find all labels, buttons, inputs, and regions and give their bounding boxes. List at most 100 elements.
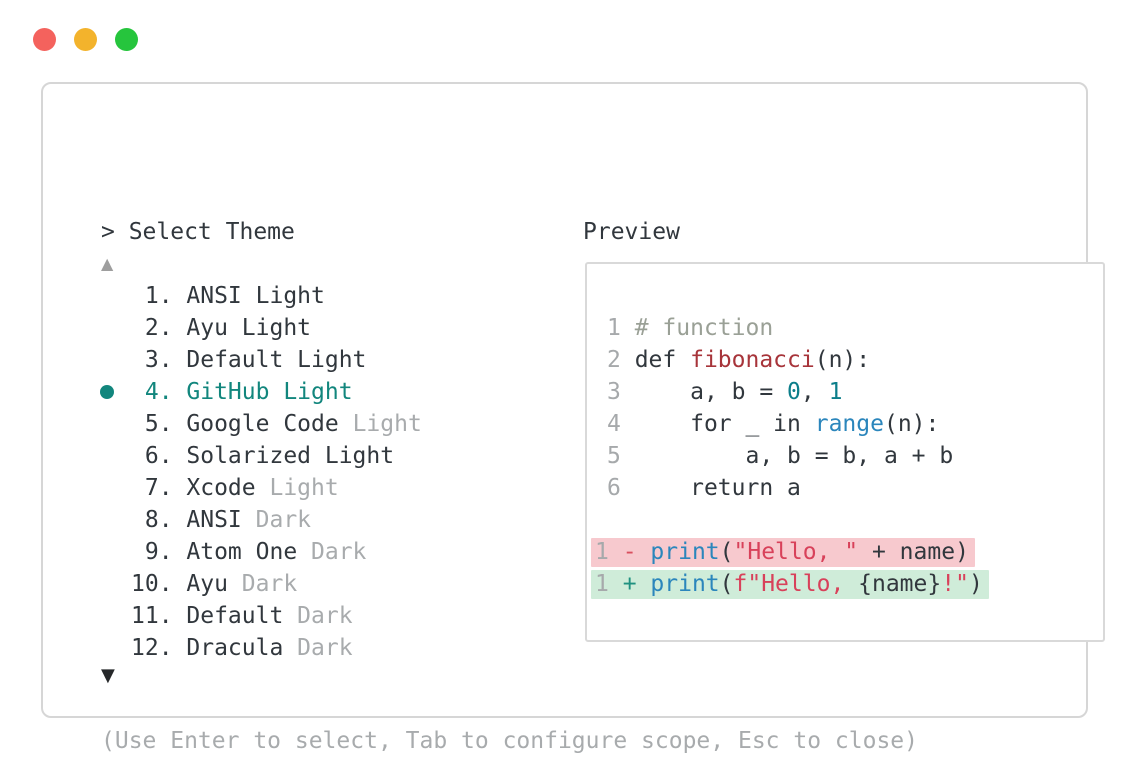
theme-list-item[interactable]: 11. Default Dark: [43, 600, 563, 632]
theme-item-text: 6. Solarized Light: [131, 440, 394, 472]
code-token: (n):: [814, 347, 871, 373]
line-number: 1: [607, 315, 635, 341]
traffic-light-minimize-button[interactable]: [74, 28, 97, 51]
code-token: -: [622, 539, 651, 565]
theme-item-label: Google Code: [186, 411, 339, 437]
theme-list-item[interactable]: 3. Default Light: [43, 344, 563, 376]
theme-item-number: 9.: [131, 539, 187, 565]
help-text: (Use Enter to select, Tab to configure s…: [101, 728, 918, 754]
code-token: "Hello, ": [733, 539, 859, 565]
theme-list-item[interactable]: 4. GitHub Light: [43, 376, 563, 408]
theme-item-label: Default: [186, 603, 284, 629]
code-token: for _ in: [634, 411, 815, 437]
theme-item-number: 5.: [131, 411, 187, 437]
theme-list-item[interactable]: 2. Ayu Light: [43, 312, 563, 344]
theme-item-label: Ayu Light: [186, 315, 312, 341]
theme-item-number: 8.: [131, 507, 187, 533]
code-token: (: [719, 539, 734, 565]
theme-item-number: 12.: [131, 635, 187, 661]
line-number: 2: [607, 347, 635, 373]
theme-item-number: 7.: [131, 475, 187, 501]
code-line: 1 # function: [607, 312, 989, 344]
theme-item-label: Ayu: [186, 571, 228, 597]
code-token: a, b = b, a + b: [634, 443, 954, 469]
theme-item-label: Xcode: [186, 475, 256, 501]
code-token: f"Hello,: [733, 571, 859, 597]
traffic-light-zoom-button[interactable]: [115, 28, 138, 51]
code-token: range: [814, 411, 884, 437]
code-line: 4 for _ in range(n):: [607, 408, 989, 440]
theme-item-number: 6.: [131, 443, 187, 469]
code-token: def: [634, 347, 691, 373]
theme-list-item[interactable]: 1. ANSI Light: [43, 280, 563, 312]
code-line: [607, 504, 989, 536]
code-token: ): [968, 571, 983, 597]
theme-item-label: Solarized Light: [186, 443, 395, 469]
theme-list-item[interactable]: 9. Atom One Dark: [43, 536, 563, 568]
traffic-light-close-button[interactable]: [33, 28, 56, 51]
code-token: print: [650, 571, 720, 597]
code-token: {name}: [858, 571, 942, 597]
theme-list-item[interactable]: 12. Dracula Dark: [43, 632, 563, 664]
theme-list-item[interactable]: 7. Xcode Light: [43, 472, 563, 504]
theme-item-text: 4. GitHub Light: [131, 376, 353, 408]
scroll-up-indicator[interactable]: ▲: [101, 254, 114, 273]
diff-line-removed: 1 - print("Hello, " + name): [591, 536, 989, 568]
theme-item-label: ANSI: [186, 507, 242, 533]
code-line: 6 return a: [607, 472, 989, 504]
theme-list-item[interactable]: 6. Solarized Light: [43, 440, 563, 472]
line-number: 6: [607, 475, 635, 501]
scroll-down-indicator[interactable]: ▼: [101, 665, 115, 686]
theme-list: 1. ANSI Light 2. Ayu Light 3. Default Li…: [43, 280, 563, 664]
code-token: return a: [634, 475, 801, 501]
theme-item-number: 4.: [131, 379, 187, 405]
code-token: a, b =: [634, 379, 788, 405]
code-token: # function: [634, 315, 774, 341]
theme-item-text: 8. ANSI Dark: [131, 504, 311, 536]
theme-item-variant: Light: [338, 411, 422, 437]
theme-item-label: ANSI Light: [186, 283, 325, 309]
theme-item-variant: Light: [255, 475, 339, 501]
theme-picker-window: > Select Theme Preview ▲ 1. ANSI Light 2…: [41, 82, 1105, 754]
code-token: + name): [858, 539, 969, 565]
theme-item-text: 12. Dracula Dark: [131, 632, 353, 664]
code-token: 0: [787, 379, 801, 405]
preview-title: Preview: [583, 219, 680, 245]
code-token: fibonacci: [690, 347, 815, 373]
theme-item-number: 3.: [131, 347, 187, 373]
line-number: 1: [595, 539, 623, 565]
code-line: 2 def fibonacci(n):: [607, 344, 989, 376]
theme-list-item[interactable]: 8. ANSI Dark: [43, 504, 563, 536]
code-token: !": [941, 571, 969, 597]
theme-item-label: Atom One: [186, 539, 298, 565]
code-line: 3 a, b = 0, 1: [607, 376, 989, 408]
theme-item-text: 2. Ayu Light: [131, 312, 311, 344]
diff-line-added: 1 + print(f"Hello, {name}!"): [591, 568, 989, 600]
theme-list-item[interactable]: 5. Google Code Light: [43, 408, 563, 440]
theme-item-variant: Dark: [283, 603, 353, 629]
code-token: +: [622, 571, 651, 597]
page-title: > Select Theme: [101, 219, 295, 245]
theme-item-text: 11. Default Dark: [131, 600, 353, 632]
line-number: 3: [607, 379, 635, 405]
theme-item-variant: Dark: [297, 539, 367, 565]
theme-item-number: 10.: [131, 571, 187, 597]
theme-item-number: 11.: [131, 603, 187, 629]
selected-bullet-icon: [100, 385, 114, 399]
code-token: (: [719, 571, 734, 597]
theme-item-label: Default Light: [186, 347, 367, 373]
diff-highlight-removed: 1 - print("Hello, " + name): [591, 537, 975, 567]
theme-item-text: 3. Default Light: [131, 344, 367, 376]
theme-item-variant: Dark: [241, 507, 312, 533]
theme-item-label: GitHub Light: [186, 379, 353, 405]
theme-item-label: Dracula: [186, 635, 284, 661]
line-number: 4: [607, 411, 635, 437]
line-number: 5: [607, 443, 635, 469]
code-token: ,: [800, 379, 829, 405]
theme-item-variant: Dark: [283, 635, 353, 661]
diff-highlight-added: 1 + print(f"Hello, {name}!"): [591, 569, 989, 599]
theme-list-item[interactable]: 10. Ayu Dark: [43, 568, 563, 600]
code-token: (n):: [883, 411, 940, 437]
